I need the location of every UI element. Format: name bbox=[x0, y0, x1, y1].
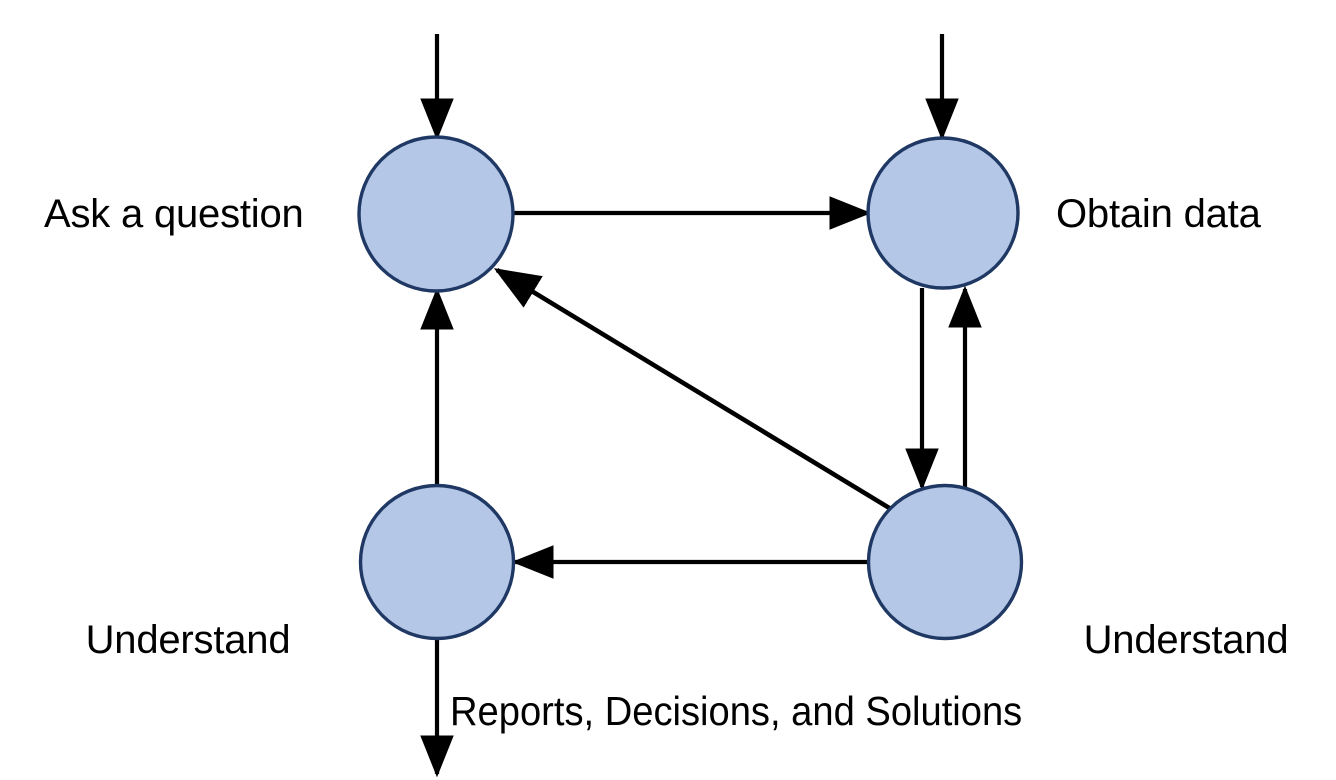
output-caption: Reports, Decisions, and Solutions bbox=[450, 688, 1023, 734]
node-label-ask-a-question: Ask a question bbox=[44, 192, 304, 236]
node-ask-a-question[interactable] bbox=[357, 135, 515, 293]
node-understand-the-data[interactable] bbox=[866, 483, 1024, 641]
node-label-understand-the-world-line1: Understand bbox=[85, 618, 291, 662]
node-label-understand-the-world: Understand the world bbox=[40, 510, 336, 780]
node-label-understand-the-data: Understand the data bbox=[1054, 510, 1318, 780]
node-label-obtain-data: Obtain data bbox=[1056, 192, 1261, 236]
node-label-understand-the-data-line2: the data bbox=[1054, 770, 1318, 780]
node-obtain-data[interactable] bbox=[866, 136, 1020, 290]
edge-understand-data-to-ask bbox=[493, 268, 893, 511]
edges-layer bbox=[420, 34, 982, 778]
node-understand-the-world[interactable] bbox=[358, 483, 516, 641]
nodes-layer bbox=[357, 135, 1024, 641]
node-label-understand-the-data-line1: Understand bbox=[1083, 618, 1289, 662]
node-label-understand-the-world-line2: the world bbox=[40, 770, 336, 780]
